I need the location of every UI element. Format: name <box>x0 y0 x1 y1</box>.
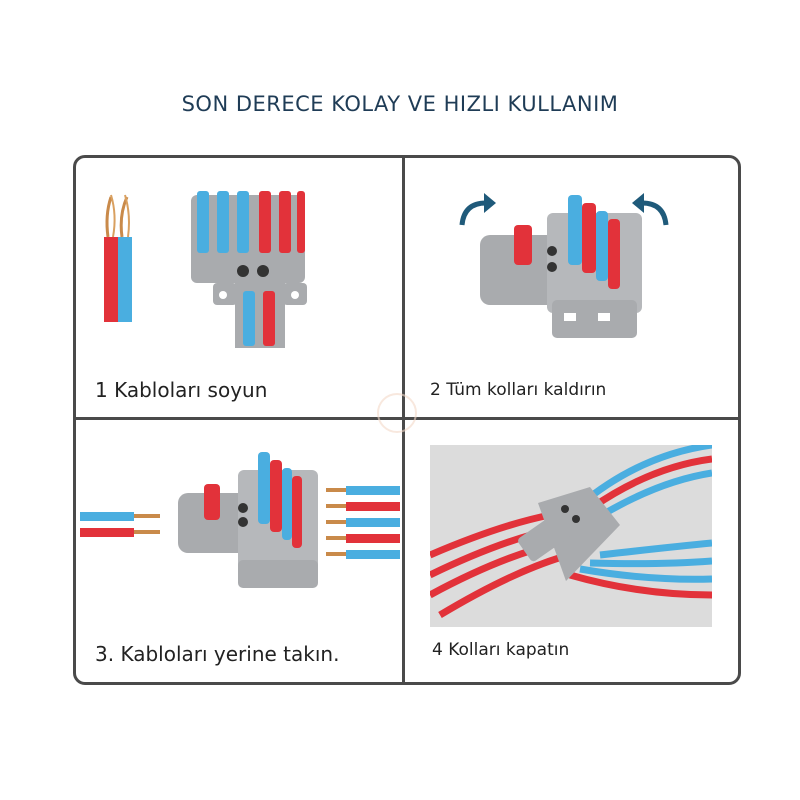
wire-pair-left <box>80 512 160 537</box>
step4-illustration <box>430 445 712 627</box>
connector-closed-photo <box>518 487 620 581</box>
page-title: SON DERECE KOLAY VE HIZLI KULLANIM <box>181 92 619 116</box>
step2-illustration <box>459 193 669 338</box>
step2-caption: 2 Tüm kolları kaldırın <box>430 380 607 400</box>
step1-caption: 1 Kabloları soyun <box>95 378 268 402</box>
arrow-right-icon <box>641 200 669 226</box>
step3-illustration <box>80 452 400 588</box>
watermark-seal <box>377 393 417 433</box>
connector-inserting <box>178 452 318 588</box>
wire-bundle-right <box>326 486 400 559</box>
arrow-left-icon <box>459 200 487 226</box>
connector-levers-up <box>480 195 642 338</box>
step4-caption: 4 Kolları kapatın <box>432 640 570 660</box>
instruction-grid <box>73 155 741 685</box>
step1-illustration <box>104 191 307 348</box>
step3-caption: 3. Kabloları yerine takın. <box>95 642 340 666</box>
stripped-wire-pair <box>104 194 132 322</box>
connector-closed <box>191 191 307 348</box>
